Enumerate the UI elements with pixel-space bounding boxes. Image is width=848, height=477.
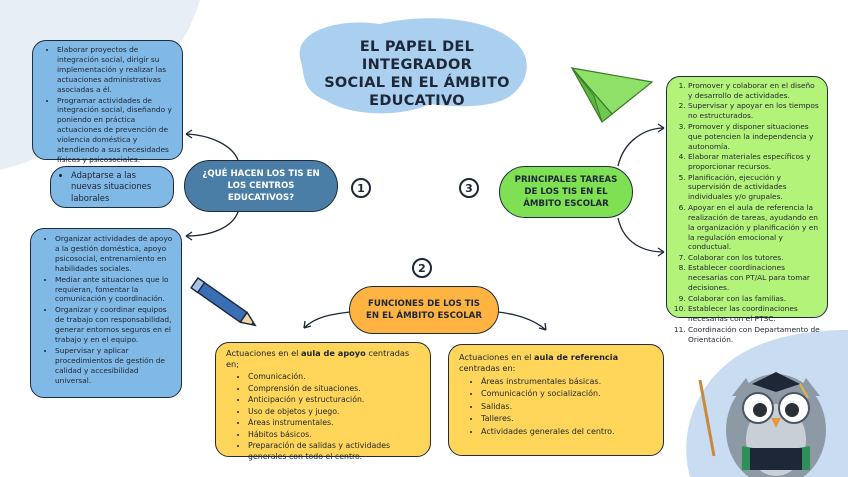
list-item: Comunicación y socialización. [481,388,655,399]
node2-pill: FUNCIONES DE LOS TIS EN EL ÁMBITO ESCOLA… [349,286,499,334]
list-item: Salidas. [481,401,655,412]
page-title: EL PAPEL DEL INTEGRADOR SOCIAL EN EL ÁMB… [312,38,522,110]
node1-box-bottom: Organizar actividades de apoyo a la gest… [30,228,182,398]
list-item: Elaborar materiales específicos y propor… [688,152,821,172]
node2-box-left: Actuaciones en el aula de apoyo centrada… [215,342,431,461]
node1-box-mid: Adaptarse a las nuevas situaciones labor… [50,166,174,208]
badge-number-1: 1 [351,178,371,198]
list-item: Planificación, ejecución y supervisión d… [688,173,821,203]
connectors-node1 [185,129,239,241]
list-item: Supervisar y aplicar procedimientos de g… [55,346,175,386]
node1-mid-list: Adaptarse a las nuevas situaciones labor… [57,170,167,204]
list-item: Promover y disponer situaciones que pote… [688,122,821,152]
node1-label: ¿QUÉ HACEN LOS TIS EN LOS CENTROS EDUCAT… [202,169,320,203]
list-item: Establecer las coordinaciones necesarias… [688,304,821,324]
node2-right-intro: Actuaciones en el aula de referencia cen… [459,352,619,373]
list-item: Coordinación con Departamento de Orienta… [688,325,821,345]
node3-box: Promover y colaborar en el diseño y desa… [666,76,828,344]
node2-label: FUNCIONES DE LOS TIS EN EL ÁMBITO ESCOLA… [366,299,482,321]
node3-list: Promover y colaborar en el diseño y desa… [671,81,821,345]
title-line: SOCIAL EN EL ÁMBITO [324,75,510,91]
list-item: Colaborar con los tutores. [688,253,821,263]
list-item: Organizar y coordinar equipos de trabajo… [55,305,175,345]
connectors-node2 [303,311,547,331]
node2-box-right: Actuaciones en el aula de referencia cen… [448,344,664,456]
list-item: Programar actividades de integración soc… [57,96,176,165]
list-item: Apoyar en el aula de referencia la reali… [688,203,821,253]
title-line: EDUCATIVO [369,93,465,109]
owl-graduate-icon [698,372,826,477]
list-item: Colaborar con las familias. [688,294,821,304]
node3-pill: PRINCIPALES TAREAS DE LOS TIS EN EL ÁMBI… [499,166,633,218]
list-item: Uso de objetos y juego. [248,407,422,418]
list-item: Elaborar proyectos de integración social… [57,45,176,95]
list-item: Establecer coordinaciones necesarias con… [688,263,821,293]
title-blob [299,18,527,114]
node1-pill: ¿QUÉ HACEN LOS TIS EN LOS CENTROS EDUCAT… [184,160,338,212]
badge-number-3: 3 [459,178,479,198]
list-item: Comunicación. [248,372,422,383]
node2-left-intro: Actuaciones en el aula de apoyo centrada… [226,348,410,369]
list-item: Áreas instrumentales. [248,418,422,429]
node1-top-list: Elaborar proyectos de integración social… [43,45,176,165]
pencil-icon [190,277,257,327]
list-item: Preparación de salidas y actividades gen… [248,441,422,462]
list-item: Comprensión de situaciones. [248,384,422,395]
list-item: Áreas instrumentales básicas. [481,376,655,387]
list-item: Talleres. [481,413,655,424]
list-item: Actividades generales del centro. [481,426,655,437]
node1-bottom-list: Organizar actividades de apoyo a la gest… [41,234,175,386]
list-item: Mediar ante situaciones que lo requieran… [55,275,175,305]
node3-label: PRINCIPALES TAREAS DE LOS TIS EN EL ÁMBI… [514,175,618,209]
list-item: Promover y colaborar en el diseño y desa… [688,81,821,101]
badge-number-2: 2 [412,258,432,278]
paper-plane-icon [570,67,654,123]
node1-box-top: Elaborar proyectos de integración social… [32,40,183,164]
node2-right-list: Áreas instrumentales básicas.Comunicació… [459,376,655,437]
node2-left-list: Comunicación.Comprensión de situaciones.… [226,372,422,462]
list-item: Organizar actividades de apoyo a la gest… [55,234,175,274]
list-item: Anticipación y estructuración. [248,395,422,406]
list-item: Supervisar y apoyar en los tiempos no es… [688,101,821,121]
list-item: Adaptarse a las nuevas situaciones labor… [71,170,167,204]
connectors-node3 [617,123,665,257]
list-item: Hábitos básicos. [248,430,422,441]
title-line: EL PAPEL DEL INTEGRADOR [359,39,475,73]
